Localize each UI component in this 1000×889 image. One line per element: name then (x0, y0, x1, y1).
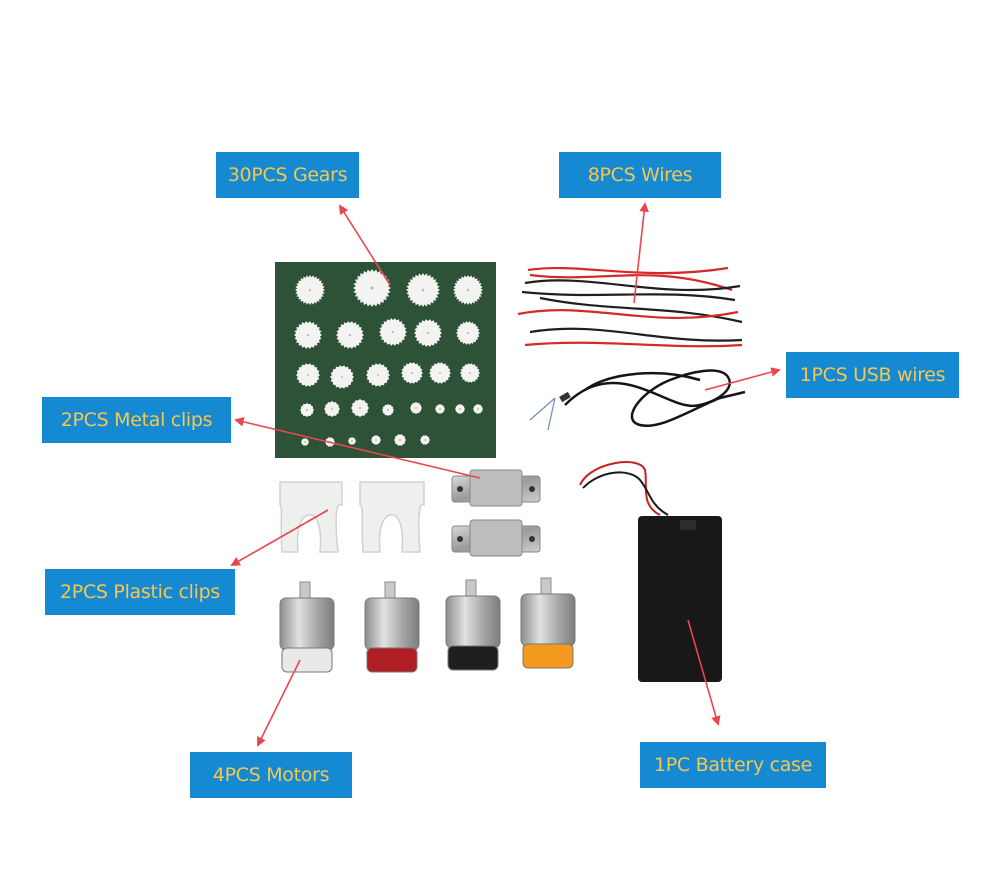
label-gears: 30PCS Gears (216, 152, 359, 198)
plastic-clips (279, 481, 425, 553)
label-metal-clips: 2PCS Metal clips (42, 397, 231, 443)
motor-body (520, 593, 576, 647)
motor-shaft (465, 579, 477, 599)
label-plastic-clips: 2PCS Plastic clips (45, 569, 235, 615)
motor-end-cap (366, 647, 418, 673)
gear-hub (477, 408, 479, 410)
gear-hub (466, 288, 470, 292)
gear-hub (331, 408, 333, 410)
label-usb-wires: 1PCS USB wires (786, 352, 959, 398)
motor-body (364, 597, 420, 651)
gear-hub (377, 374, 379, 376)
gear-hub (348, 333, 352, 337)
gear-hub (391, 330, 395, 334)
gears-group (294, 269, 483, 447)
motor-end-cap (522, 643, 574, 669)
label-motors: 4PCS Motors (190, 752, 352, 798)
gear-hub (399, 439, 401, 441)
gear-hub (424, 439, 426, 441)
motors-group (279, 577, 576, 673)
gear-hub (439, 408, 441, 410)
motor-body (279, 597, 335, 651)
wires-bundle (517, 266, 743, 348)
gear-hub (387, 409, 389, 411)
gear-hub (421, 288, 425, 292)
gear-hub (351, 440, 353, 442)
metal-clips (451, 469, 541, 557)
motor-end-cap (447, 645, 499, 671)
gear-hub (411, 372, 413, 374)
gear-hub (341, 376, 343, 378)
gear-hub (307, 374, 309, 376)
motor-body (445, 595, 501, 649)
gear-hub (370, 286, 374, 290)
motor-shaft (299, 581, 311, 601)
gear-hub (304, 441, 306, 443)
gear-hub (426, 331, 430, 335)
gear-hub (306, 409, 308, 411)
gear-board (275, 262, 496, 458)
gear-hub (439, 372, 441, 374)
motor-shaft (540, 577, 552, 597)
gear-hub (375, 439, 377, 441)
motor-end-cap (281, 647, 333, 673)
battery-case (579, 461, 722, 682)
gear-hub (415, 407, 417, 409)
motor-shaft (384, 581, 396, 601)
gear-hub (308, 288, 312, 292)
gear-hub (459, 408, 461, 410)
label-wires: 8PCS Wires (559, 152, 721, 198)
label-battery-case: 1PC Battery case (640, 742, 826, 788)
gear-hub (469, 372, 471, 374)
callout-arrows (230, 202, 781, 747)
gear-hub (467, 332, 469, 334)
gear-hub (359, 407, 361, 409)
usb-cable (529, 369, 746, 431)
gear-hub (306, 333, 310, 337)
